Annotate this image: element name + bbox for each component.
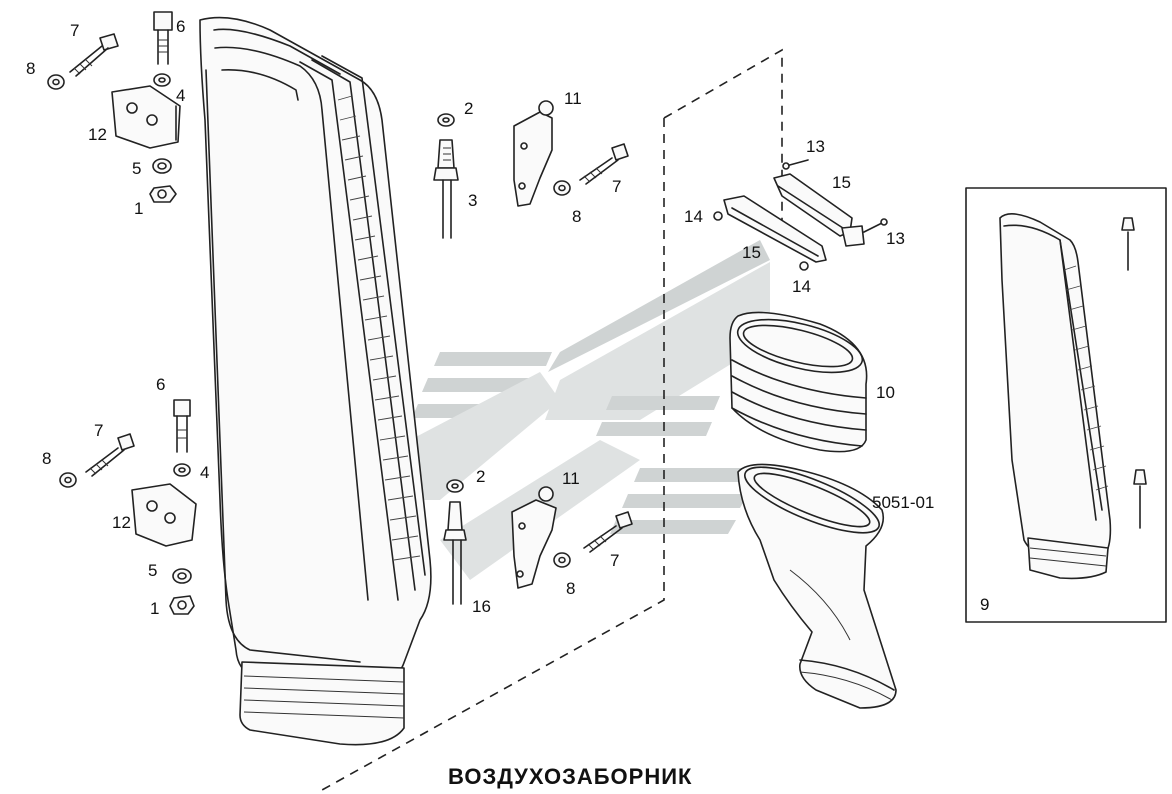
assembly-dashed-line: [321, 48, 783, 791]
hose-clamp-group: [713, 159, 888, 271]
callout-6: 6: [156, 375, 165, 394]
callout-2: 2: [476, 467, 485, 486]
callout-5: 5: [132, 159, 141, 178]
callouts-lower-left: 6 7 8 4 12 5 1: [42, 375, 209, 618]
callout-7: 7: [612, 177, 621, 196]
watermark-logo: [410, 240, 770, 580]
callouts-lower-mid: 2 11 16 7 8: [472, 467, 619, 616]
callout-8: 8: [26, 59, 35, 78]
callout-4: 4: [176, 86, 185, 105]
callout-10: 10: [876, 383, 895, 402]
callout-11: 11: [564, 89, 582, 108]
callout-15: 15: [832, 173, 851, 192]
callout-7: 7: [70, 21, 79, 40]
callout-1: 1: [150, 599, 159, 618]
callout-2: 2: [464, 99, 473, 118]
upper-bracket-group: [433, 100, 629, 239]
alternative-intake-5051-01: [737, 463, 897, 709]
inset-variant-box: [965, 187, 1167, 623]
callout-8: 8: [566, 579, 575, 598]
upper-left-fastener-group: [47, 11, 181, 203]
callout-12: 12: [88, 125, 107, 144]
callout-7: 7: [610, 551, 619, 570]
callout-1: 1: [134, 199, 143, 218]
main-air-intake: [199, 16, 432, 746]
callout-14: 14: [684, 207, 703, 226]
callout-4: 4: [200, 463, 209, 482]
callout-11: 11: [562, 469, 580, 488]
lower-left-fastener-group: [59, 399, 197, 615]
callout-9: 9: [980, 595, 989, 614]
callouts-upper-mid: 2 11 3 7 8: [464, 89, 621, 226]
corrugated-hose: [729, 311, 868, 453]
callout-3: 3: [468, 191, 477, 210]
callout-8: 8: [572, 207, 581, 226]
callout-13: 13: [886, 229, 905, 248]
callout-14: 14: [792, 277, 811, 296]
callouts-clamp: 13 15 14 13 15 14: [684, 137, 905, 296]
callout-7: 7: [94, 421, 103, 440]
callouts-upper-left: 7 6 8 4 12 5 1: [26, 17, 185, 218]
callout-8: 8: [42, 449, 51, 468]
callout-16: 16: [472, 597, 491, 616]
callout-15: 15: [742, 243, 761, 262]
callout-13: 13: [806, 137, 825, 156]
callout-6: 6: [176, 17, 185, 36]
model-code-label: 5051-01: [872, 493, 934, 512]
callout-5: 5: [148, 561, 157, 580]
diagram-title: ВОЗДУХОЗАБОРНИК: [448, 764, 692, 789]
callout-12: 12: [112, 513, 131, 532]
lower-bracket-group: [443, 479, 633, 605]
